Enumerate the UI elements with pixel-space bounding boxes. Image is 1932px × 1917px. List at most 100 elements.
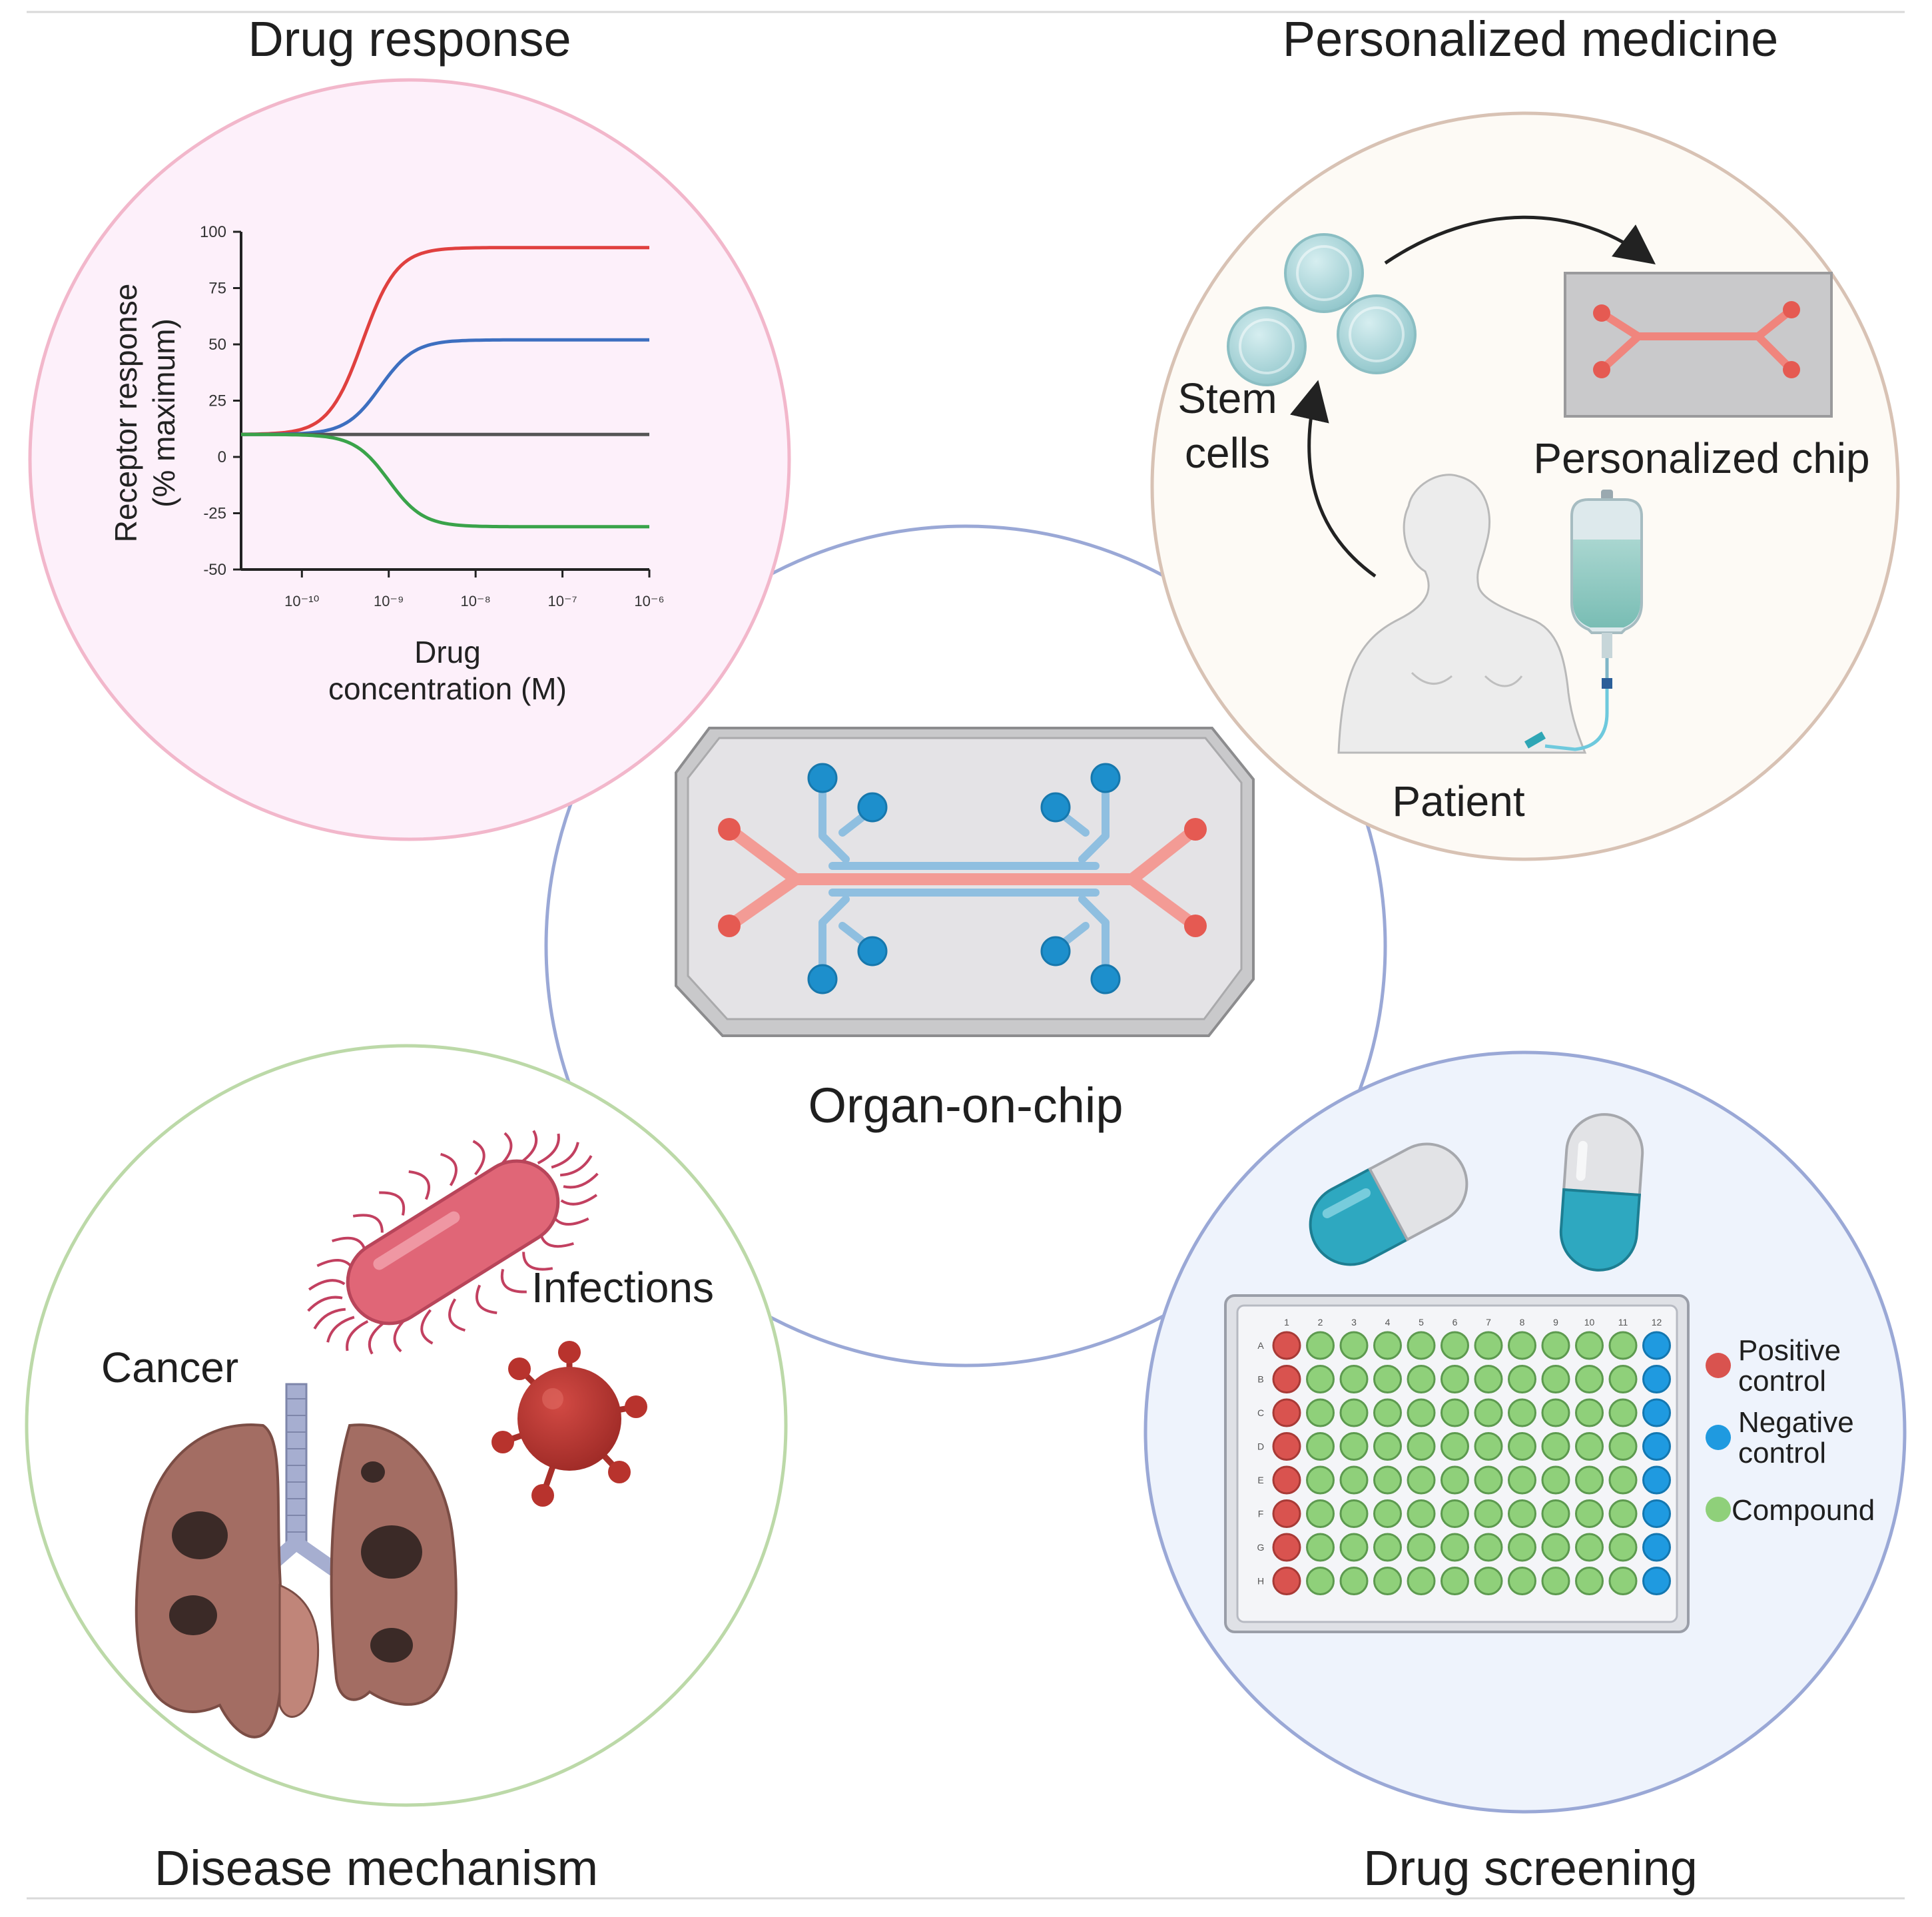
stem-cells-label-line1: Stem	[1177, 374, 1277, 422]
plate-well	[1541, 1398, 1570, 1427]
plate-row-label: E	[1257, 1475, 1263, 1485]
lungs-icon	[135, 1383, 458, 1738]
plate-well	[1541, 1432, 1570, 1461]
legend-label: control	[1738, 1437, 1826, 1469]
stem-cells-icon	[1227, 233, 1417, 386]
y-tick-label: 0	[218, 448, 226, 466]
plate-well	[1339, 1398, 1369, 1427]
disease-ring	[25, 1044, 788, 1807]
plate-row-label: C	[1257, 1407, 1264, 1418]
plate-well	[1608, 1331, 1638, 1360]
x-axis-label-line1: Drug	[414, 635, 481, 669]
plate-well	[1373, 1331, 1402, 1360]
title-disease-mechanism: Disease mechanism	[155, 1840, 598, 1896]
drug-response-circle	[30, 80, 789, 839]
plate-well	[1272, 1365, 1301, 1393]
plate-row-label: A	[1257, 1340, 1264, 1351]
y-tick-label: 25	[208, 392, 226, 410]
plate-well	[1407, 1533, 1436, 1562]
plate-column-label: 4	[1385, 1317, 1391, 1328]
plate-well	[1306, 1499, 1335, 1528]
plate-well	[1339, 1365, 1369, 1393]
bacterium-cilium	[560, 1194, 598, 1206]
plate-well	[1373, 1465, 1402, 1495]
plate-well	[1306, 1432, 1335, 1461]
arrow-to-stem-cells-icon	[1290, 380, 1377, 578]
plate-well	[1373, 1499, 1402, 1528]
personalized-chip-icon	[1564, 272, 1833, 418]
bacterium-cilium	[472, 1140, 485, 1176]
personalized-ring	[1150, 111, 1900, 861]
plate-column-label: 8	[1520, 1317, 1525, 1328]
plate-well	[1407, 1398, 1436, 1427]
plate-well	[1608, 1465, 1638, 1495]
bacterium-cilium	[308, 1279, 346, 1291]
x-tick-label: 10⁻⁹	[374, 593, 404, 609]
plate-column-label: 10	[1584, 1317, 1595, 1328]
personalized-medicine-panel	[1150, 111, 1900, 861]
arrow-to-chip-icon	[1384, 215, 1656, 265]
patient-icon	[1337, 474, 1587, 754]
plate-column-label: 9	[1553, 1317, 1558, 1328]
plate-well	[1541, 1499, 1570, 1528]
plate-well	[1608, 1398, 1638, 1427]
plate-well	[1508, 1398, 1536, 1427]
cancer-label: Cancer	[101, 1343, 238, 1391]
plate-well	[1272, 1533, 1301, 1562]
plate-row-label: F	[1258, 1509, 1264, 1519]
plate-well	[1407, 1365, 1436, 1393]
legend-label: Positive	[1738, 1334, 1841, 1367]
bacterium-cilium	[559, 1155, 593, 1177]
legend-swatch	[1706, 1497, 1731, 1522]
organ-on-chip-icon	[675, 727, 1255, 1037]
plate-well	[1306, 1398, 1335, 1427]
y-tick-label: 75	[208, 280, 226, 298]
plate-well	[1541, 1533, 1570, 1562]
legend-swatch	[1706, 1425, 1731, 1450]
y-tick-label: -50	[203, 561, 226, 579]
plate-well	[1575, 1499, 1604, 1528]
patient-label: Patient	[1392, 777, 1524, 825]
x-tick-label: 10⁻⁷	[548, 593, 577, 609]
plate-well	[1508, 1533, 1536, 1562]
plate-well	[1541, 1331, 1570, 1360]
plate-well	[1474, 1398, 1503, 1427]
bacterium-cilium	[448, 1298, 466, 1332]
plate-well	[1642, 1465, 1671, 1495]
legend-swatch	[1706, 1353, 1731, 1378]
plate-row-label: B	[1257, 1374, 1263, 1385]
plate-well	[1441, 1533, 1469, 1562]
plate-well	[1575, 1567, 1604, 1595]
plate-column-label: 1	[1284, 1317, 1289, 1328]
plate-well	[1272, 1398, 1301, 1427]
plate-well	[1339, 1465, 1369, 1495]
plate-well	[1575, 1533, 1604, 1562]
capsule-horizontal-icon	[1309, 1142, 1468, 1266]
plate-well	[1339, 1331, 1369, 1360]
plate-well	[1407, 1331, 1436, 1360]
plate-well	[1441, 1432, 1469, 1461]
bacterium-cilium	[537, 1133, 560, 1165]
bacterium-cilium	[346, 1320, 369, 1351]
plate-column-label: 11	[1618, 1317, 1628, 1328]
plate-well	[1508, 1567, 1536, 1595]
plate-well	[1339, 1533, 1369, 1562]
bacterium-cilium	[313, 1308, 346, 1330]
plate-well	[1272, 1499, 1301, 1528]
plate-column-label: 5	[1419, 1317, 1424, 1328]
bacterium-cilium	[563, 1172, 599, 1189]
plate-well	[1642, 1365, 1671, 1393]
plate-well	[1407, 1499, 1436, 1528]
bacterium-icon	[307, 1130, 599, 1355]
legend-label: Negative	[1738, 1406, 1854, 1439]
plate-well	[1373, 1398, 1402, 1427]
y-tick-label: 100	[200, 223, 226, 241]
series-line	[240, 246, 649, 436]
screening-ring	[1143, 1050, 1907, 1814]
plate-well	[1339, 1499, 1369, 1528]
plate-well	[1575, 1398, 1604, 1427]
plate-well	[1339, 1432, 1369, 1461]
